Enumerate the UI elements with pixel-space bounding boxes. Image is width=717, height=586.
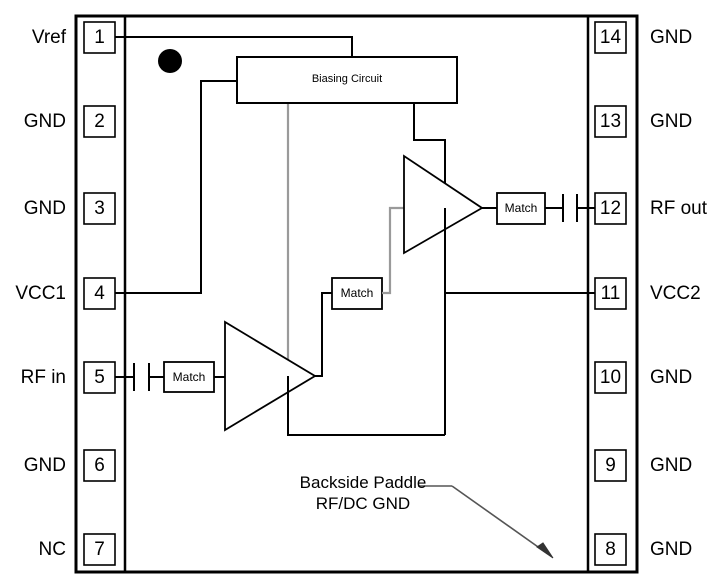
pin-label-1-vref: Vref	[31, 27, 66, 48]
pin-label-11-vcc2: VCC2	[650, 283, 701, 304]
pin-box-2[interactable]	[83, 105, 116, 138]
backside-paddle-annotation: Backside Paddle RF/DC GND	[280, 472, 446, 515]
wire-bias-to-amp2	[413, 104, 446, 208]
pin-number-9: 9	[605, 455, 616, 476]
pin-label-7-nc: NC	[38, 539, 66, 560]
pin-number-10: 10	[599, 367, 622, 388]
match-box-interstage	[331, 277, 383, 310]
amplifier-stage-1-triangle	[224, 320, 317, 432]
pin-box-6[interactable]	[83, 449, 116, 482]
pin-box-12[interactable]	[594, 192, 627, 225]
wire-bottom-return-rail	[287, 376, 445, 436]
pin-label-8-gnd: GND	[650, 539, 693, 560]
pin-box-10[interactable]	[594, 361, 627, 394]
pin-label-13-gnd: GND	[650, 111, 693, 132]
pin-label-5-rf-in: RF in	[20, 367, 66, 388]
pin-box-9[interactable]	[594, 449, 627, 482]
biasing-circuit-block	[236, 56, 458, 104]
backside-paddle-line-1: Backside Paddle	[299, 473, 427, 492]
pin-label-3-gnd: GND	[23, 198, 66, 219]
backside-paddle-line-2: RF/DC GND	[315, 494, 411, 514]
paddle-callout-arrowhead	[536, 542, 554, 559]
amplifier-stage-2-triangle	[403, 154, 484, 255]
match-box-output	[496, 192, 546, 225]
pin-box-14[interactable]	[594, 21, 627, 54]
pin-number-4: 4	[94, 283, 105, 304]
pin-label-10-gnd: GND	[650, 367, 693, 388]
pin-number-12: 12	[599, 198, 622, 219]
pin-number-13: 13	[599, 111, 622, 132]
pin-label-4-vcc1: VCC1	[15, 283, 66, 304]
pin-label-6-gnd: GND	[23, 455, 66, 476]
pin-box-3[interactable]	[83, 192, 116, 225]
pin-number-3: 3	[94, 198, 105, 219]
pin-label-14-gnd: GND	[650, 27, 693, 48]
match-output-label: Match	[504, 201, 538, 215]
pin-box-11[interactable]	[594, 277, 627, 310]
pin-number-6: 6	[94, 455, 105, 476]
wire-pin1-to-biasing	[115, 36, 353, 56]
pin-box-8[interactable]	[594, 533, 627, 566]
pin-label-12-rf-out: RF out	[650, 198, 708, 219]
pin-number-14: 14	[599, 27, 622, 48]
biasing-circuit-label: Biasing Circuit	[311, 73, 383, 85]
pin-box-7[interactable]	[83, 533, 116, 566]
pin-number-11: 11	[600, 283, 621, 304]
wire-pin4-to-biasing	[115, 80, 236, 294]
pin-number-2: 2	[94, 111, 105, 132]
pin-box-5[interactable]	[83, 361, 116, 394]
pin-box-13[interactable]	[594, 105, 627, 138]
pin-label-9-gnd: GND	[650, 455, 693, 476]
paddle-callout-arrow-line	[451, 485, 549, 555]
pin-number-1: 1	[94, 27, 105, 48]
wire-match-mid-to-amp2	[382, 206, 404, 295]
match-input-label: Match	[172, 370, 206, 384]
pin-label-2-gnd: GND	[23, 111, 66, 132]
pin-one-orientation-dot	[158, 49, 182, 73]
match-interstage-label: Match	[340, 286, 374, 300]
pin-number-5: 5	[94, 367, 105, 388]
pin-number-7: 7	[94, 539, 105, 560]
wire-amp1-to-match-mid	[315, 292, 332, 377]
match-box-input	[163, 361, 215, 393]
pin-number-8: 8	[605, 539, 616, 560]
